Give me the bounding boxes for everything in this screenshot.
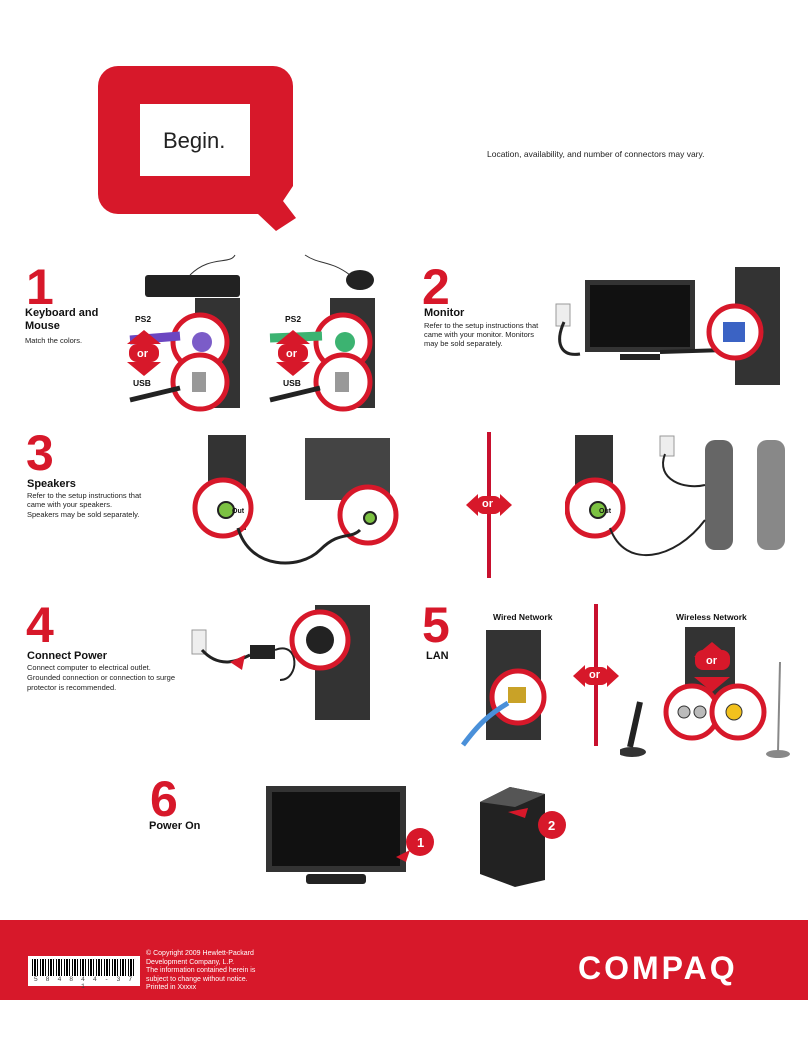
speakers-monitor-illustration — [192, 435, 399, 565]
or-label-step5: or — [589, 669, 600, 681]
power-on-tower-illustration — [480, 787, 566, 887]
or-arrow-step3 — [466, 494, 512, 516]
legal-line-4: subject to change without notice. — [146, 975, 248, 983]
step-1-title-line2: Mouse — [25, 320, 60, 332]
step-2-title: Monitor — [424, 307, 465, 319]
legal-text: © Copyright 2009 Hewlett-Packard Develop… — [146, 950, 255, 993]
power-on-step-2-badge: 2 — [548, 818, 556, 833]
step-4-desc-2: Grounded connection or connection to sur… — [27, 673, 176, 682]
barcode-bars — [32, 959, 136, 976]
step-4-number: 4 — [26, 597, 54, 653]
step-6-number: 6 — [150, 771, 178, 827]
compaq-wordmark: COMPAQ — [578, 950, 738, 986]
barcode-number: 5 8 4 8 4 4 - 3 7 1 — [33, 976, 135, 990]
usb-label-keyboard: USB — [133, 378, 151, 388]
step-2-desc-2: came with your monitor. Monitors — [424, 330, 535, 339]
barcode: 5 8 4 8 4 4 - 3 7 1 — [28, 956, 140, 990]
out-label-left: Out — [232, 508, 245, 515]
step-3-desc-3: Speakers may be sold separately. — [27, 510, 140, 519]
or-label-mouse: or — [286, 348, 297, 360]
keyboard-connection-illustration — [129, 254, 240, 412]
step-4-desc-3: protector is recommended. — [27, 683, 117, 692]
begin-title: Begin. — [163, 128, 226, 153]
legal-line-2: Development Company, L.P. — [146, 958, 235, 966]
step-5-number: 5 — [422, 597, 450, 653]
step-6-title: Power On — [149, 820, 201, 832]
step-1-number: 1 — [26, 259, 54, 315]
monitor-connection-illustration — [555, 267, 780, 385]
step-1-title-line1: Keyboard and — [25, 307, 99, 319]
step-2-number: 2 — [422, 259, 450, 315]
or-label-keyboard: or — [137, 348, 148, 360]
step-3-desc-2: came with your speakers. — [27, 500, 113, 509]
speakers-illustration — [565, 435, 785, 557]
compaq-q-logo — [98, 66, 296, 231]
mouse-connection-illustration — [269, 254, 375, 412]
step-3-title: Speakers — [27, 478, 76, 490]
legal-line-1: © Copyright 2009 Hewlett-Packard — [146, 950, 254, 957]
step-3-number: 3 — [26, 425, 54, 481]
or-arrow-step5 — [573, 665, 619, 687]
legal-line-3: The information contained herein is — [146, 967, 256, 975]
usb-label-mouse: USB — [283, 378, 301, 388]
step-5-title: LAN — [426, 650, 449, 662]
step-4-desc-1: Connect computer to electrical outlet. — [27, 663, 151, 672]
wireless-network-label: Wireless Network — [676, 612, 747, 622]
step-2-desc-3: may be sold separately. — [424, 339, 503, 348]
legal-line-5: Printed in Xxxxx — [146, 984, 197, 992]
power-connection-illustration — [191, 605, 370, 720]
power-on-monitor-illustration — [266, 786, 434, 884]
step-4-title: Connect Power — [27, 650, 108, 662]
or-arrow-mouse — [276, 330, 310, 376]
or-label-wireless: or — [706, 655, 717, 667]
ps2-label-mouse: PS2 — [285, 314, 302, 324]
out-label-right: Out — [599, 508, 612, 515]
step-2-desc-1: Refer to the setup instructions that — [424, 321, 539, 330]
or-label-step3: or — [482, 498, 493, 510]
step-1-desc: Match the colors. — [25, 336, 83, 345]
wired-network-label: Wired Network — [493, 612, 553, 622]
or-arrow-keyboard — [127, 330, 161, 376]
wireless-network-illustration — [620, 627, 790, 758]
power-on-step-1-badge: 1 — [417, 835, 425, 850]
connector-note: Location, availability, and number of co… — [487, 149, 705, 159]
step-3-desc-1: Refer to the setup instructions that — [27, 491, 142, 500]
wired-network-illustration — [461, 630, 547, 747]
ps2-label-keyboard: PS2 — [135, 314, 152, 324]
